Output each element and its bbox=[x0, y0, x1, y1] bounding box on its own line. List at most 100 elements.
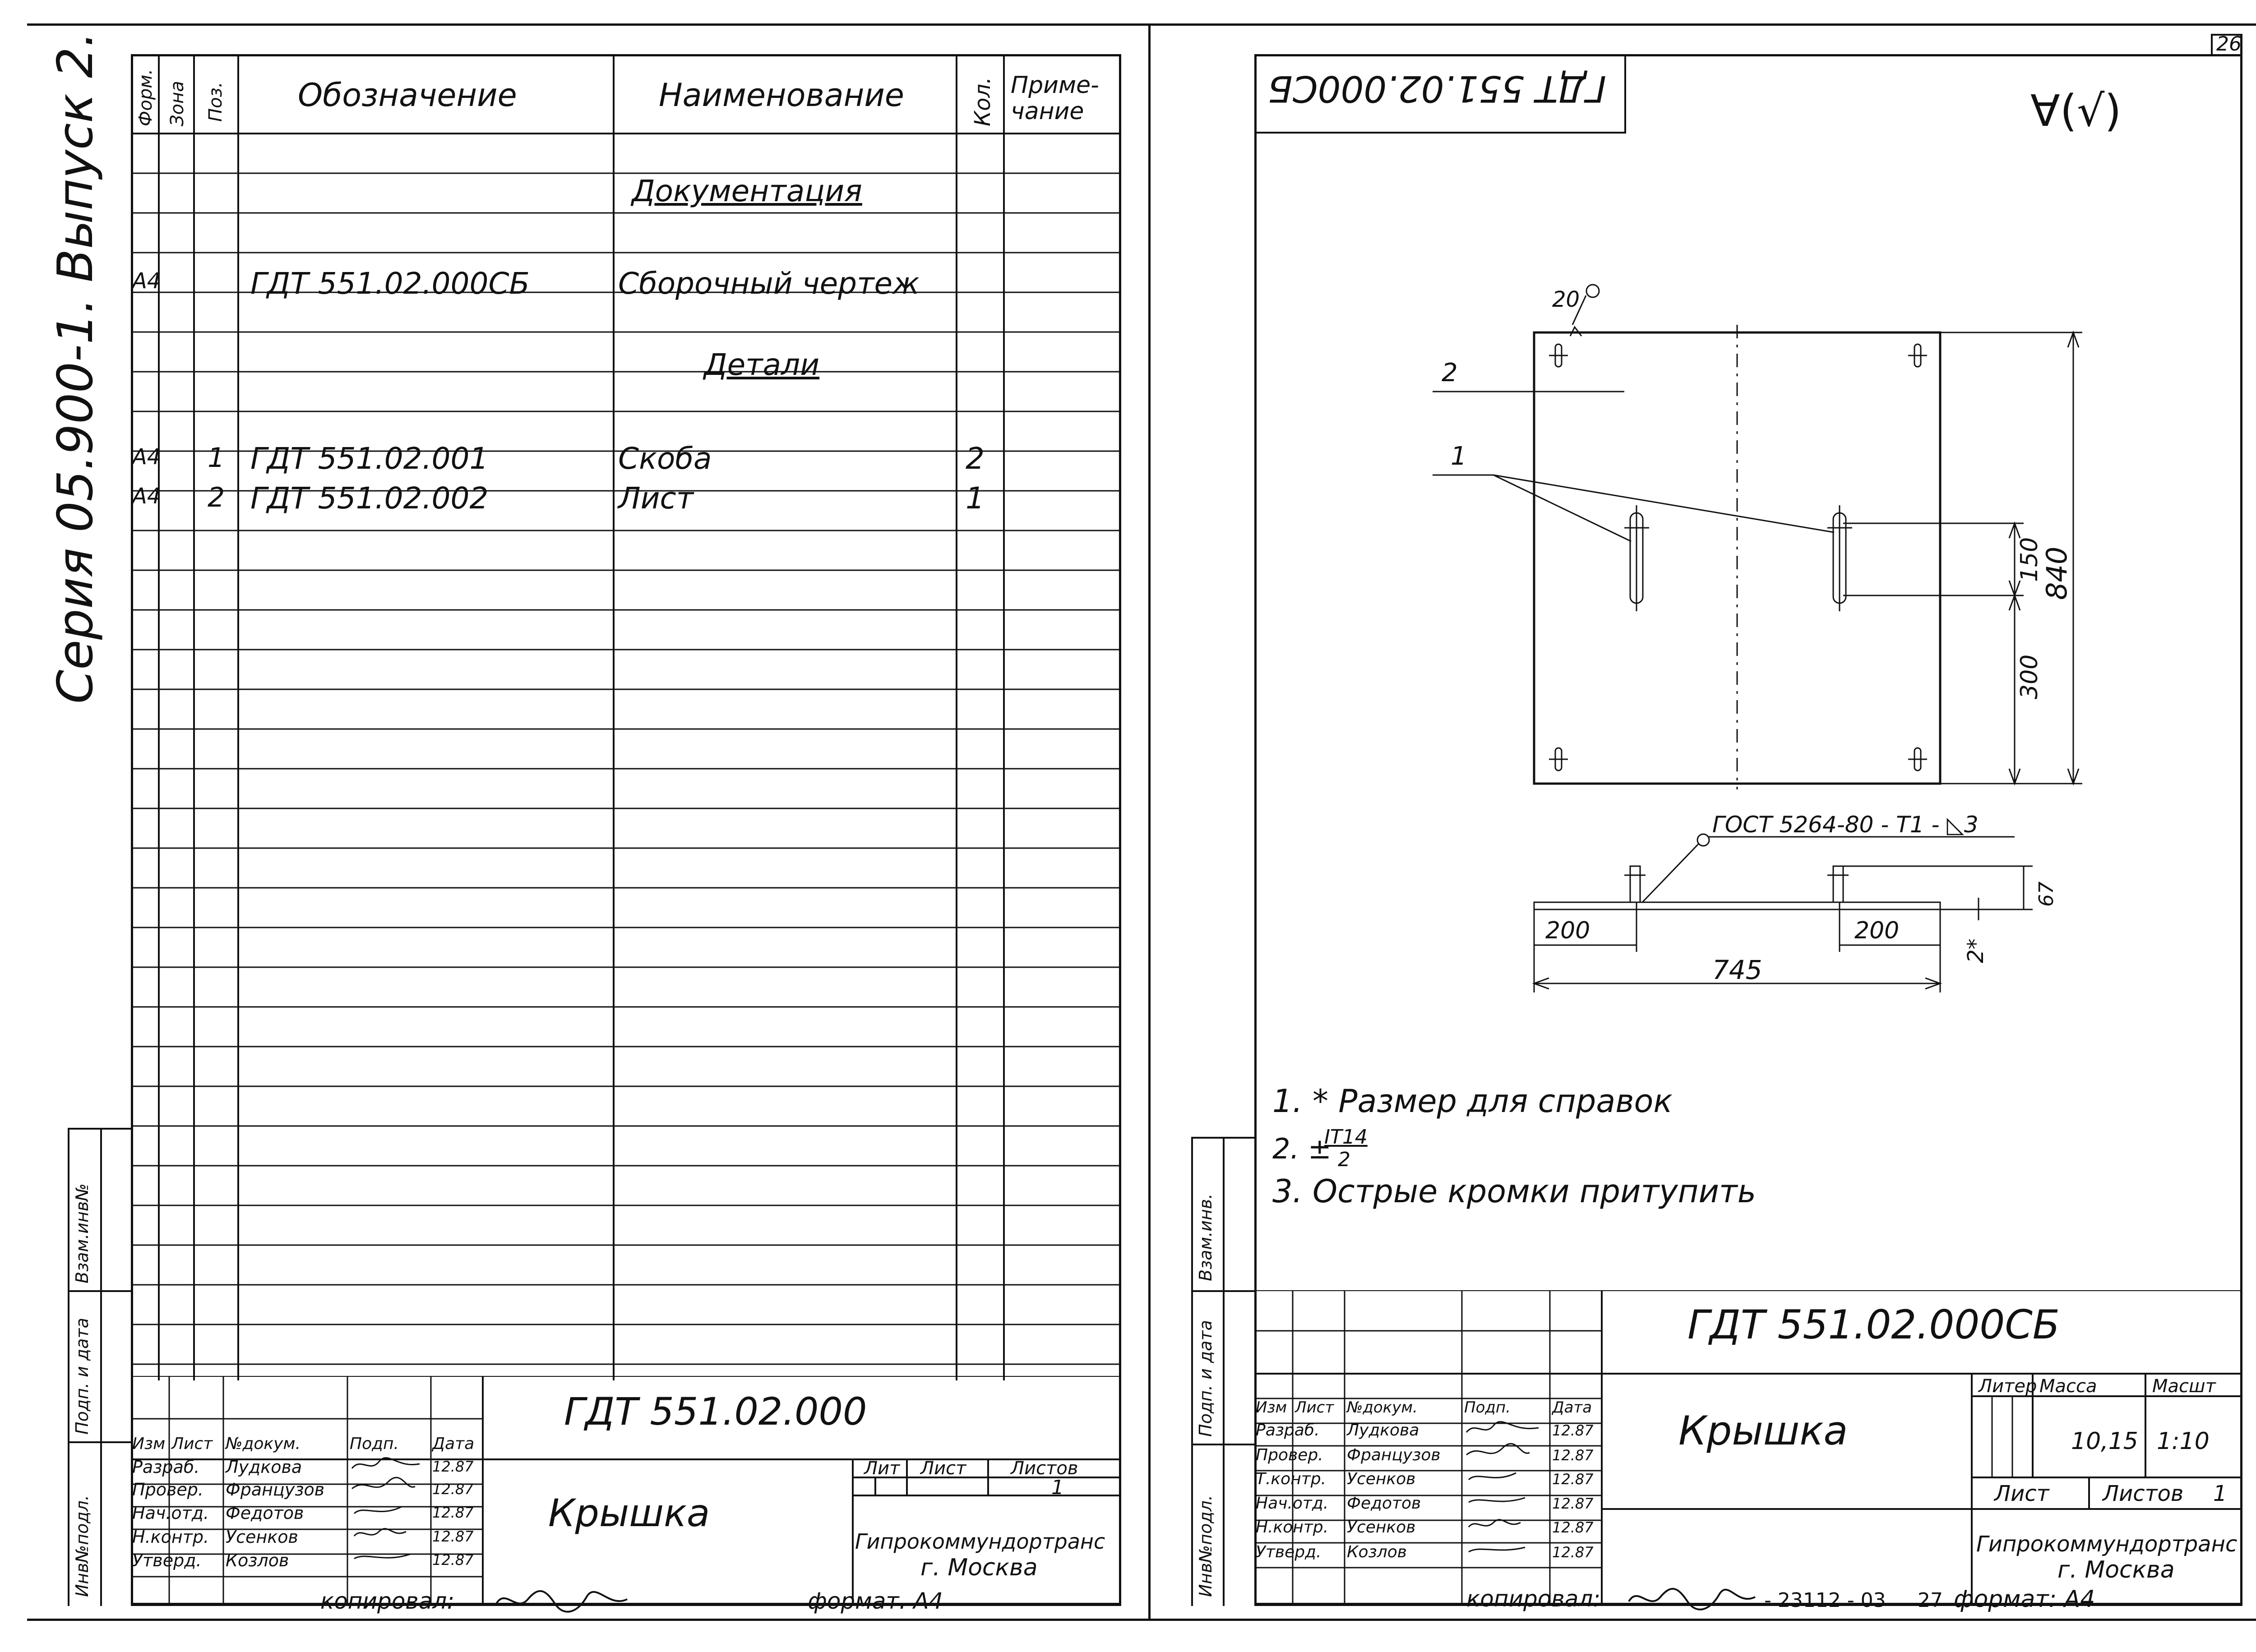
right-person-role: Разраб. bbox=[1256, 1421, 1320, 1440]
right-copier-signature bbox=[1628, 1587, 1756, 1610]
spec-row-name: Скоба bbox=[618, 441, 712, 476]
left-signatures bbox=[351, 1457, 420, 1560]
bracket-slot-icon bbox=[1827, 505, 1852, 611]
left-person-name: Французов bbox=[226, 1480, 325, 1500]
right-stamp-sep bbox=[1191, 1444, 1257, 1445]
spec-section-docs: Документация bbox=[632, 174, 862, 208]
right-person-date: 12.87 bbox=[1552, 1447, 1594, 1464]
spec-header-format: Форм. bbox=[135, 69, 156, 126]
sheet-number-box-left bbox=[2211, 34, 2213, 56]
right-col-header: Дата bbox=[1552, 1398, 1592, 1417]
spec-row-format: А4 bbox=[132, 484, 161, 509]
left-copier-signature bbox=[495, 1590, 628, 1613]
bracket-side-icon bbox=[1827, 865, 1849, 903]
spec-header-designation: Обозначение bbox=[298, 77, 517, 114]
roughness-symbol: ∀(√) bbox=[2030, 86, 2122, 136]
spec-header-qty: Кол. bbox=[970, 77, 995, 126]
left-stamp-col bbox=[100, 1128, 102, 1606]
weld-spec: ГОСТ 5264-80 - Т1 - ◺3 bbox=[1712, 812, 1979, 838]
right-person-role: Утверд. bbox=[1256, 1543, 1322, 1561]
right-person-role: Н.контр. bbox=[1256, 1518, 1329, 1537]
note-2-tolerance-den: 2 bbox=[1338, 1148, 1350, 1171]
right-stamp-col bbox=[1191, 1137, 1193, 1606]
left-person-date: 12.87 bbox=[432, 1458, 474, 1475]
right-frame-left bbox=[1254, 54, 1257, 1606]
spec-header-zone: Зона bbox=[167, 81, 188, 126]
dim-label: 745 bbox=[1712, 955, 1762, 985]
right-stamp-inv: Инв№подл. bbox=[1196, 1495, 1216, 1597]
right-stamp-sep bbox=[1191, 1290, 1257, 1292]
left-sheets-value: 1 bbox=[1051, 1476, 1064, 1499]
left-frame-left bbox=[131, 54, 133, 1606]
right-person-role: Провер. bbox=[1256, 1446, 1323, 1464]
right-person-date: 12.87 bbox=[1552, 1422, 1594, 1439]
right-signatures bbox=[1465, 1421, 1539, 1553]
right-col-header: Лист bbox=[1295, 1398, 1334, 1417]
left-sheets-label: Листов bbox=[1011, 1458, 1078, 1479]
left-person-role: Н.контр. bbox=[132, 1527, 209, 1547]
right-title-code: ГДТ 551.02.000СБ bbox=[1687, 1301, 2060, 1348]
left-person-role: Нач.отд. bbox=[132, 1503, 209, 1523]
left-person-name: Федотов bbox=[226, 1503, 304, 1523]
spec-row-pos: 1 bbox=[208, 442, 225, 474]
mirror-box-bottom bbox=[1254, 132, 1626, 134]
left-frame-bottom bbox=[131, 1604, 1121, 1606]
right-frame-top bbox=[1254, 54, 2242, 56]
left-person-date: 12.87 bbox=[432, 1504, 474, 1521]
dim-label: 300 bbox=[2016, 655, 2043, 699]
assembly-drawing: 20 2 1 150 300 840 ГОСТ 5264-80 - Т1 - ◺… bbox=[1433, 284, 2082, 992]
right-person-name: Федотов bbox=[1347, 1494, 1421, 1513]
spec-row-qty: 2 bbox=[966, 441, 985, 476]
left-person-date: 12.87 bbox=[432, 1551, 474, 1569]
spec-row-designation: ГДТ 551.02.001 bbox=[250, 441, 489, 476]
right-col-header: №докум. bbox=[1347, 1398, 1418, 1417]
left-person-date: 12.87 bbox=[432, 1481, 474, 1498]
left-person-name: Лудкова bbox=[226, 1457, 302, 1477]
right-stamp-sep bbox=[1191, 1137, 1257, 1139]
left-frame-right bbox=[1119, 54, 1121, 1606]
left-person-name: Козлов bbox=[226, 1550, 289, 1570]
right-frame-bottom bbox=[1254, 1604, 2242, 1606]
dim-label: 200 bbox=[1545, 917, 1590, 944]
right-person-name: Лудкова bbox=[1347, 1421, 1419, 1440]
plate-side-view bbox=[1533, 901, 1941, 910]
left-title-block bbox=[131, 1376, 1121, 1605]
center-divider bbox=[1148, 23, 1151, 1620]
spec-header-name: Наименование bbox=[659, 77, 904, 114]
dim-label: 840 bbox=[2040, 547, 2073, 600]
right-stamp-col bbox=[1223, 1137, 1225, 1606]
left-frame-top bbox=[131, 54, 1121, 56]
left-lit-label: Лит bbox=[864, 1458, 900, 1479]
right-person-name: Козлов bbox=[1347, 1543, 1407, 1561]
left-person-role: Разраб. bbox=[132, 1457, 200, 1477]
right-person-date: 12.87 bbox=[1552, 1544, 1594, 1561]
page-bottom-border bbox=[27, 1619, 2256, 1621]
left-col-header: Лист bbox=[171, 1435, 213, 1453]
right-col-header: Изм bbox=[1256, 1398, 1287, 1417]
spec-row-designation: ГДТ 551.02.002 bbox=[250, 481, 489, 516]
spec-row-qty: 1 bbox=[966, 481, 985, 516]
left-title-name: Крышка bbox=[548, 1491, 710, 1535]
spec-header-pos: Поз. bbox=[205, 82, 226, 122]
left-person-role: Утверд. bbox=[132, 1550, 202, 1570]
spec-row-format: А4 bbox=[132, 268, 161, 294]
right-mass-label: Масса bbox=[2039, 1376, 2097, 1397]
left-title-code: ГДТ 551.02.000 bbox=[564, 1389, 867, 1434]
dim-label: 20 bbox=[1552, 287, 1580, 312]
left-col-header: Подп. bbox=[350, 1435, 399, 1453]
left-copied: копировал: bbox=[320, 1588, 455, 1614]
series-label: Серия 05.900-1. Выпуск 2. bbox=[47, 31, 104, 704]
right-person-date: 12.87 bbox=[1552, 1495, 1594, 1512]
corner-bolt-icon bbox=[1908, 747, 1927, 771]
left-stamp-sep bbox=[68, 1128, 133, 1130]
right-page-no: 27 bbox=[1918, 1589, 1943, 1612]
right-stamp-replace: Взам.инв. bbox=[1196, 1193, 1216, 1281]
spec-row-name: Лист bbox=[618, 481, 694, 516]
corner-bolt-icon bbox=[1549, 747, 1568, 771]
spec-header-note: Приме-чание bbox=[1011, 72, 1099, 125]
pos-label: 2 bbox=[1442, 358, 1458, 388]
note-2: 2. ± bbox=[1272, 1132, 1331, 1165]
right-sheets-value: 1 bbox=[2213, 1481, 2227, 1506]
note-2-tolerance-num: IT14 bbox=[1324, 1126, 1368, 1149]
spec-row-format: А4 bbox=[132, 444, 161, 470]
